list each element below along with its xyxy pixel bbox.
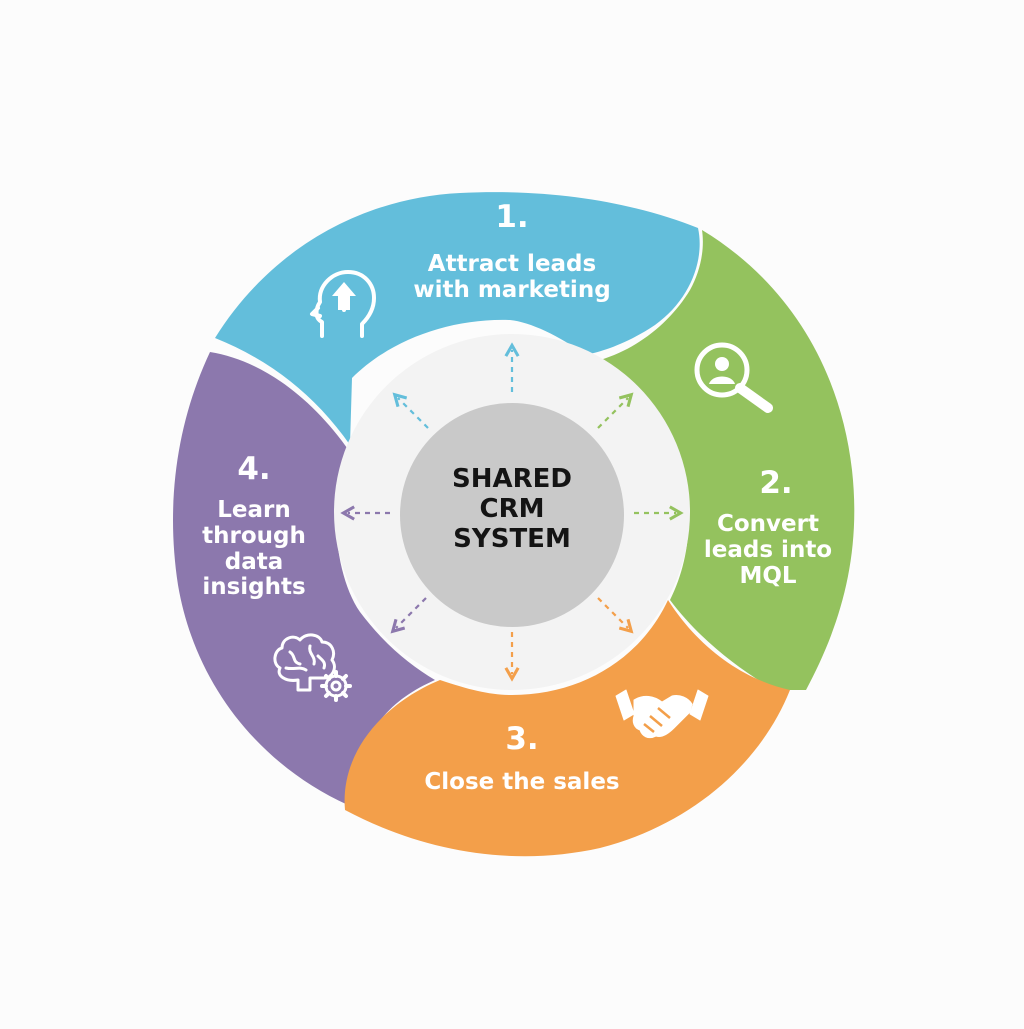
step-2-line-1: Convert: [717, 511, 819, 537]
center-line-3: SYSTEM: [453, 524, 571, 555]
segment-purple: [173, 352, 435, 805]
head-arrow-icon: [310, 270, 376, 338]
arrow-up-right: [597, 398, 628, 429]
step-1-line-2: with marketing: [413, 276, 611, 303]
step-3-label: Close the sales: [424, 769, 620, 796]
center-line-1: SHARED: [452, 464, 572, 494]
step-2-line-3: MQL: [739, 562, 797, 589]
step-4-line-3: data: [224, 548, 284, 575]
step-4-line-1: Learn: [217, 497, 291, 523]
step-4-line-2: through: [202, 522, 306, 549]
step-3-line-1: Close the sales: [424, 769, 620, 795]
center-line-2: CRM: [479, 494, 545, 525]
step-2-label: Convert leads into MQL: [703, 511, 833, 589]
segment-green: [600, 230, 855, 690]
radial-arrows: [348, 350, 676, 674]
arrow-down-right: [597, 597, 628, 628]
search-user-icon: [694, 342, 773, 413]
segment-orange: [344, 600, 790, 857]
arrow-down-left: [396, 597, 427, 628]
step-1-number: 1.: [495, 199, 529, 235]
step-1-line-1: Attract leads: [427, 251, 597, 277]
segment-blue: [215, 192, 700, 445]
brain-gear-icon: [273, 633, 352, 702]
handshake-icon: [615, 689, 709, 739]
ring-segments: [173, 192, 855, 857]
arrow-up-left: [398, 398, 429, 429]
step-3-number: 3.: [505, 721, 539, 757]
step-1-label: Attract leads with marketing: [413, 251, 611, 304]
step-4-number: 4.: [237, 451, 271, 487]
step-2-number: 2.: [759, 465, 793, 501]
step-4-label: Learn through data insights: [202, 497, 306, 601]
center-disc: [400, 403, 624, 627]
center-label: SHARED CRM SYSTEM: [452, 464, 572, 554]
step-2-line-2: leads into: [703, 536, 833, 563]
step-4-line-4: insights: [202, 574, 306, 601]
